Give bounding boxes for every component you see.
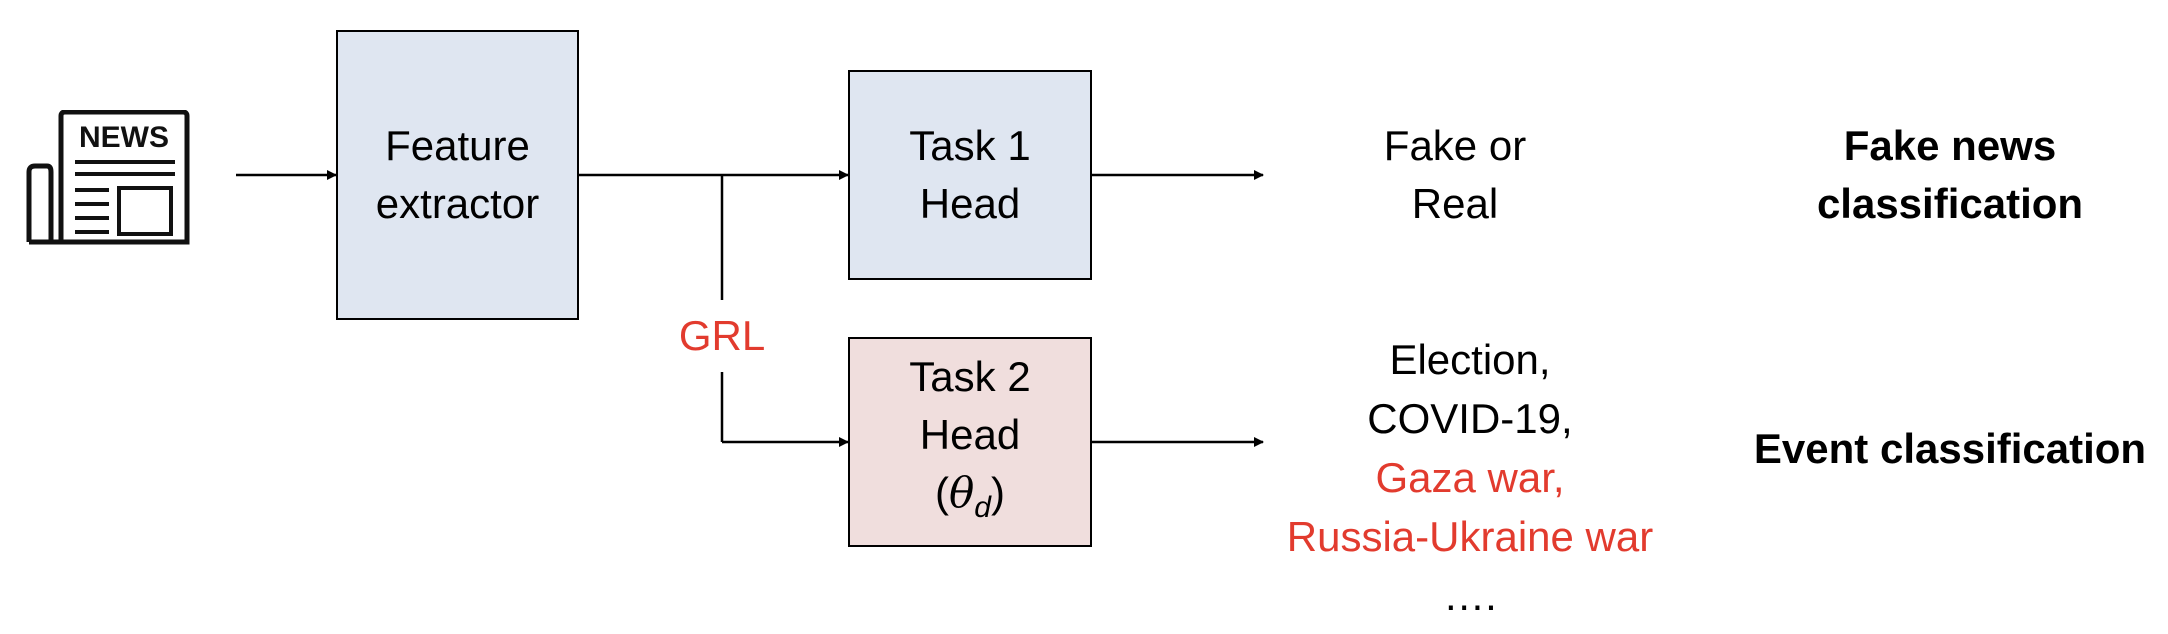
task1-output: Fake or Real — [1310, 117, 1600, 233]
task1-label-line1: Task 1 — [909, 122, 1031, 169]
task2-description-line1: Event classification — [1753, 425, 2147, 472]
task1-description-line1: Fake news — [1843, 122, 2057, 169]
theta-symbol: θ — [949, 467, 975, 517]
task1-output-line1: Fake or — [1383, 122, 1527, 169]
newspaper-icon: NEWS — [26, 110, 190, 245]
task2-label-line2: Head — [919, 410, 1021, 458]
feature-extractor-label-line1: Feature — [385, 122, 530, 169]
task2-description: Event classification — [1740, 420, 2160, 478]
feature-extractor-box: Feature extractor — [336, 30, 579, 320]
task1-output-line2: Real — [1411, 180, 1499, 227]
task1-head-box: Task 1 Head — [848, 70, 1092, 280]
task2-head-box: Task 2 Head (θd) — [848, 337, 1092, 547]
task2-label-line1: Task 2 — [909, 352, 1031, 400]
task2-param: (θd) — [935, 467, 1005, 524]
task1-description: Fake news classification — [1790, 117, 2110, 233]
task2-output-line4: Russia-Ukraine war — [1286, 513, 1654, 560]
task1-description-line2: classification — [1816, 180, 2084, 227]
task2-output-line3: Gaza war, — [1375, 454, 1565, 501]
task1-label-line2: Head — [919, 180, 1021, 227]
grl-label: GRL — [678, 312, 766, 359]
newspaper-icon-text: NEWS — [79, 121, 169, 154]
task2-output-line1: Election, — [1389, 336, 1551, 383]
task2-output: Election, COVID-19, Gaza war, Russia-Ukr… — [1250, 330, 1690, 625]
task2-output-line2: COVID-19, — [1367, 395, 1573, 442]
feature-extractor-label-line2: extractor — [375, 180, 540, 227]
task2-output-line5: …. — [1443, 572, 1497, 619]
theta-subscript: d — [974, 490, 991, 524]
